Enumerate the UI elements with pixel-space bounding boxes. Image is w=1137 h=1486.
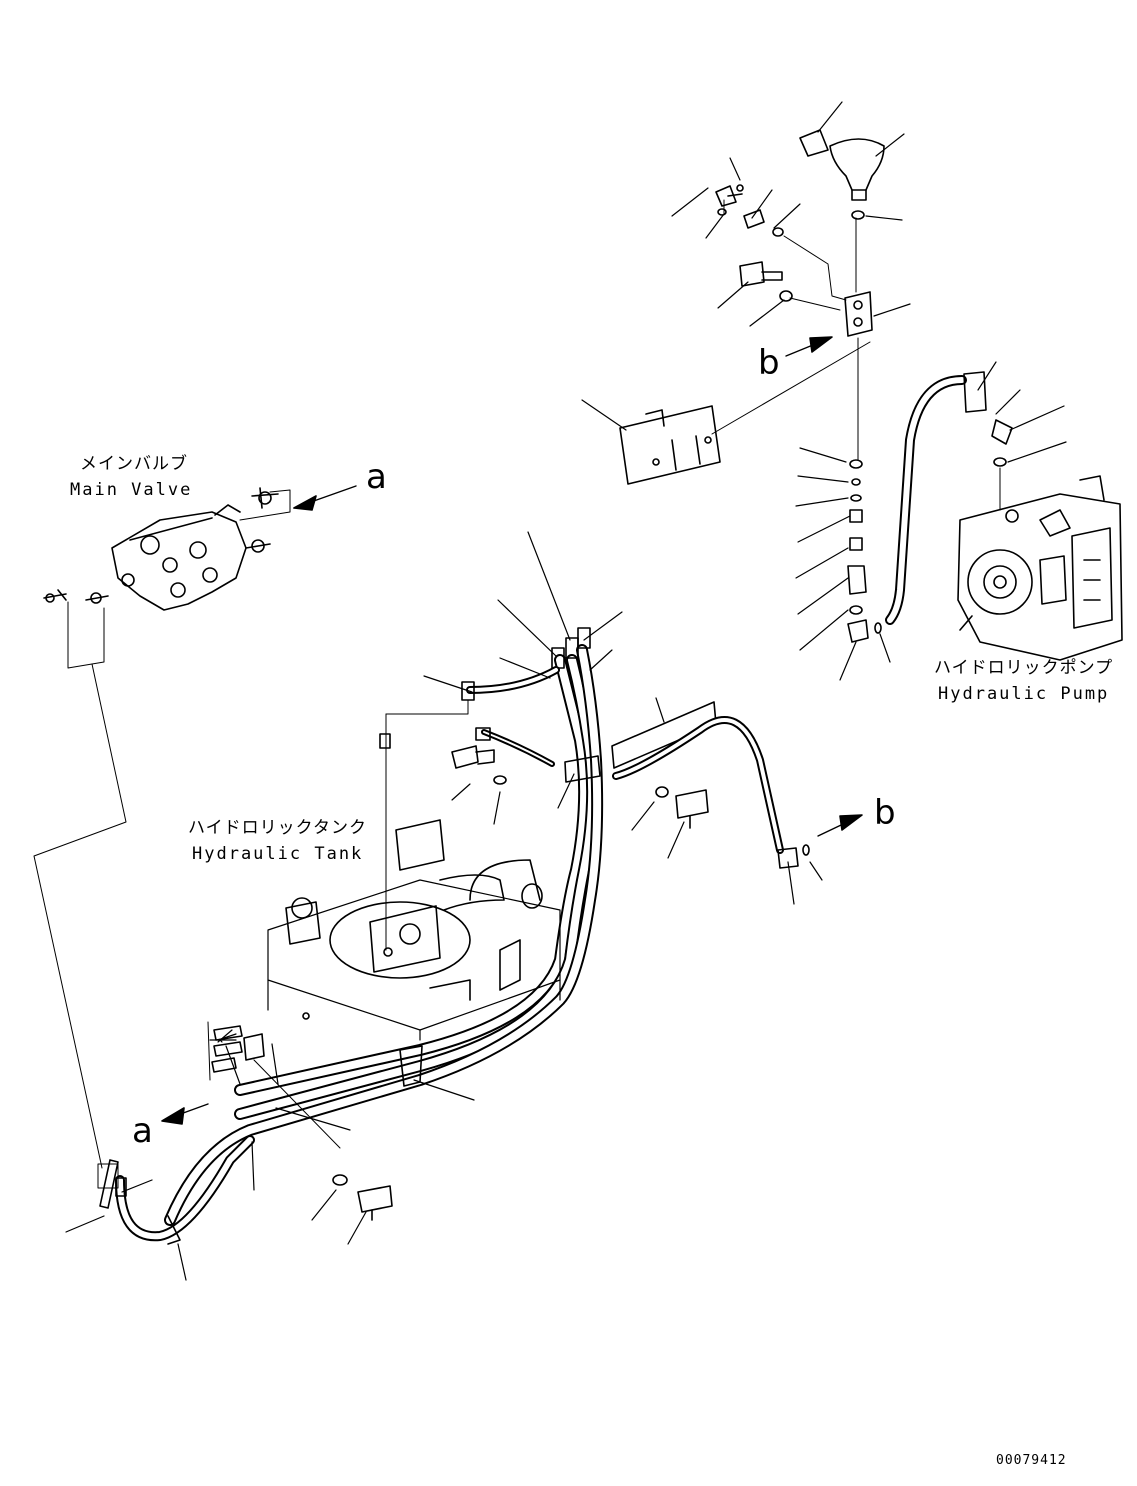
hydraulic-pump-label-en: Hydraulic Pump	[938, 684, 1110, 704]
main-valve	[43, 487, 279, 611]
fitting-stack	[847, 459, 882, 643]
hydraulic-tank-label-en: Hydraulic Tank	[192, 844, 364, 864]
hydraulic-tank-label-jp: ハイドロリックタンク	[188, 818, 367, 838]
main-valve-label-en: Main Valve	[70, 480, 193, 500]
reference-b-right: b	[874, 793, 896, 833]
main-valve-label-jp: メインバルブ	[80, 454, 188, 474]
reference-b-left: b	[758, 343, 780, 383]
bracket	[619, 341, 871, 485]
reference-a-upper: a	[366, 457, 387, 497]
hose-bundle	[164, 627, 604, 1226]
drawing-number: 00079412	[996, 1453, 1067, 1468]
hydraulic-pump-label-jp: ハイドロリックポンプ	[934, 658, 1114, 678]
leader-lines	[65, 101, 1067, 1281]
hydraulic-tank	[267, 819, 561, 1041]
reference-a-lower: a	[132, 1111, 153, 1151]
hydraulic-pump	[957, 475, 1123, 661]
filter-assembly	[715, 129, 885, 461]
